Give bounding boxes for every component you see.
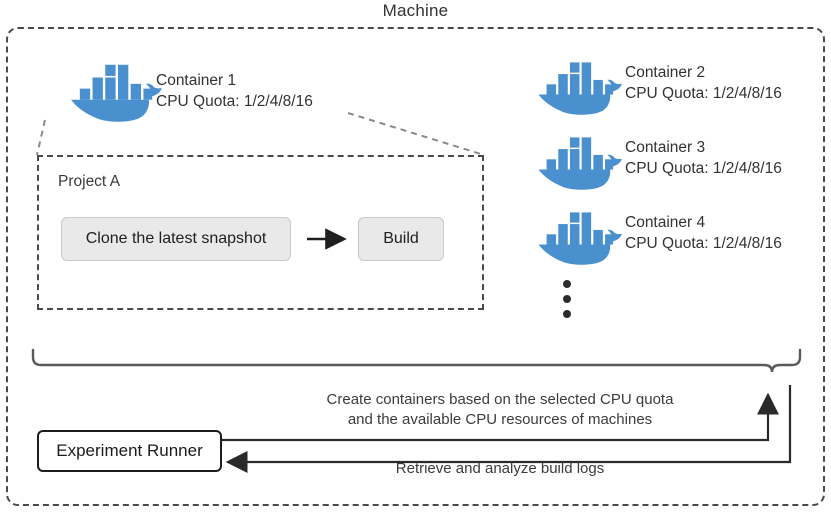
- container-2-quota: CPU Quota: 1/2/4/8/16: [625, 85, 782, 102]
- container-2-name: Container 2: [625, 64, 706, 81]
- annotation-create-line-1: Create containers based on the selected …: [326, 391, 674, 408]
- container-3-quota: CPU Quota: 1/2/4/8/16: [625, 160, 782, 177]
- dot: [563, 310, 571, 318]
- annotation-create-line-2: and the available CPU resources of machi…: [347, 411, 653, 428]
- container-1-quota: CPU Quota: 1/2/4/8/16: [156, 93, 313, 110]
- vertical-dots-icon: [563, 280, 573, 325]
- container-1-name: Container 1: [156, 72, 237, 89]
- container-1-label: Container 1 CPU Quota: 1/2/4/8/16: [156, 70, 313, 112]
- container-2-label: Container 2 CPU Quota: 1/2/4/8/16: [625, 62, 782, 104]
- annotation-retrieve-logs: Retrieve and analyze build logs: [395, 460, 605, 477]
- container-4-quota: CPU Quota: 1/2/4/8/16: [625, 235, 782, 252]
- step-build[interactable]: Build: [358, 217, 444, 261]
- container-4-name: Container 4: [625, 214, 706, 231]
- container-3-label: Container 3 CPU Quota: 1/2/4/8/16: [625, 137, 782, 179]
- machine-boundary: [6, 27, 825, 506]
- project-boundary: [37, 155, 484, 310]
- dot: [563, 295, 571, 303]
- step-clone-snapshot[interactable]: Clone the latest snapshot: [61, 217, 291, 261]
- annotation-create-containers: Create containers based on the selected …: [240, 390, 760, 430]
- dot: [563, 280, 571, 288]
- page-title: Machine: [382, 1, 449, 20]
- container-3-name: Container 3: [625, 139, 706, 156]
- experiment-runner-box[interactable]: Experiment Runner: [37, 430, 222, 472]
- project-title: Project A: [58, 173, 121, 190]
- container-4-label: Container 4 CPU Quota: 1/2/4/8/16: [625, 212, 782, 254]
